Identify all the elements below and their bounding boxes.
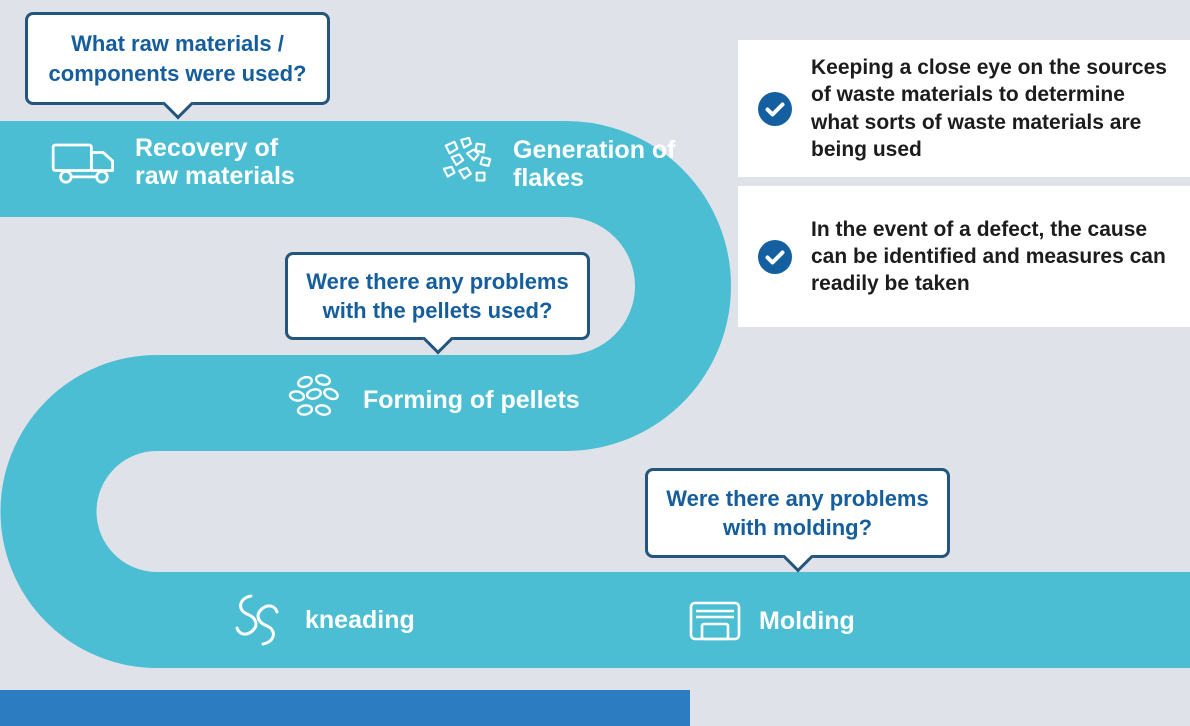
- step-generation-of-flakes: Generation of flakes: [438, 136, 703, 192]
- step-molding: Molding: [686, 596, 855, 646]
- flakes-icon: [442, 136, 492, 182]
- note-text: Keeping a close eye on the sources of wa…: [811, 55, 1167, 161]
- note-text: In the event of a defect, the cause can …: [811, 217, 1166, 296]
- next-process-bar: [0, 690, 690, 726]
- question-bubble-pellets: Were there any problems with the pellets…: [285, 252, 590, 355]
- pellets-icon: [288, 374, 339, 416]
- step-label: Forming of pellets: [363, 386, 580, 414]
- note-defect-measures: In the event of a defect, the cause can …: [738, 186, 1190, 327]
- step-label: Generation of flakes: [513, 136, 676, 192]
- step-forming-of-pellets: Forming of pellets: [286, 372, 580, 428]
- step-label: Recovery of raw materials: [135, 134, 295, 190]
- kneading-icon: [235, 594, 279, 646]
- step-label: kneading: [305, 606, 415, 634]
- bubble-text: What raw materials / components were use…: [48, 31, 307, 86]
- step-recovery-raw-materials: Recovery of raw materials: [50, 134, 320, 190]
- bubble-text: Were there any problems with molding?: [666, 485, 929, 540]
- molding-icon: [689, 601, 741, 641]
- question-bubble-molding: Were there any problems with molding?: [645, 468, 950, 573]
- question-bubble-raw-materials: What raw materials / components were use…: [25, 12, 330, 120]
- check-icon: [758, 91, 792, 126]
- check-icon: [758, 239, 792, 274]
- note-waste-sources: Keeping a close eye on the sources of wa…: [738, 40, 1190, 177]
- truck-icon: [51, 143, 114, 184]
- step-kneading: kneading: [224, 590, 415, 650]
- process-flow-band: [0, 121, 1190, 668]
- bubble-text: Were there any problems with the pellets…: [306, 268, 569, 323]
- step-label: Molding: [759, 607, 855, 635]
